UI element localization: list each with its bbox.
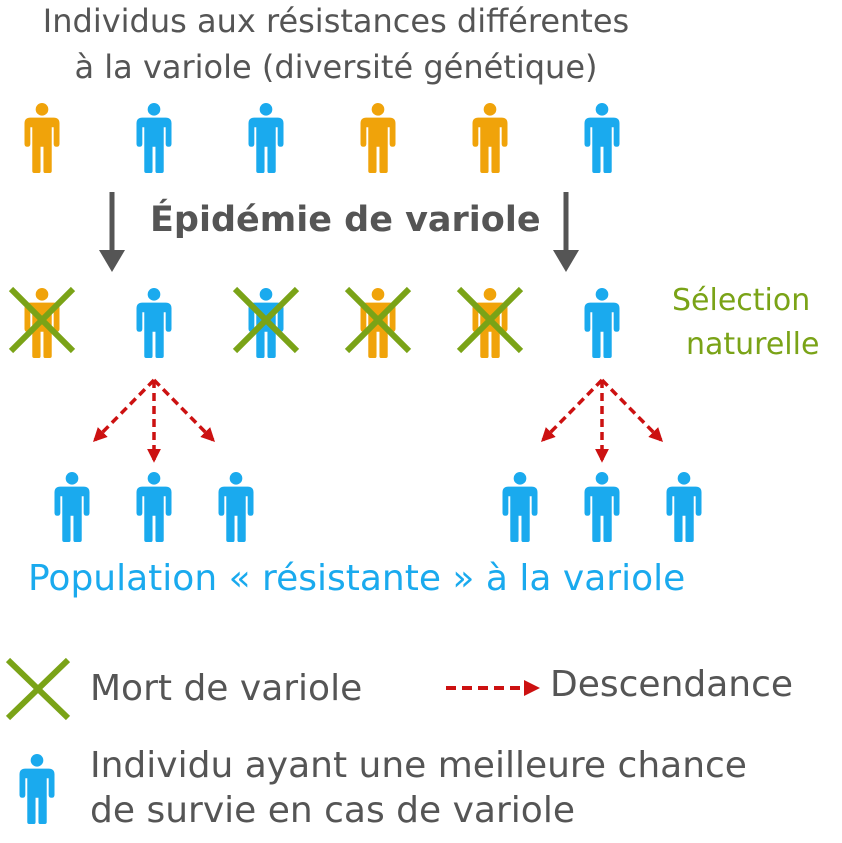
header-line-1: Individus aux résistances différentes <box>42 2 630 40</box>
dashed-arrow-icon <box>92 378 156 442</box>
resistant-population-row <box>54 472 702 542</box>
after-epidemic-row <box>8 286 620 358</box>
legend-descendance-label: Descendance <box>550 664 794 705</box>
legend-individual-line-1: Individu ayant une meilleure chance <box>90 745 747 786</box>
person-icon-susceptible <box>24 103 60 173</box>
person-icon-susceptible <box>360 103 396 173</box>
person-icon-offspring <box>136 472 172 542</box>
person-icon-resistant <box>248 103 284 173</box>
epidemic-label: Épidémie de variole <box>150 200 541 240</box>
person-icon-offspring <box>666 472 702 542</box>
selection-label-line-2: naturelle <box>686 327 820 362</box>
person-icon-resistant <box>136 288 172 358</box>
person-icon-resistant <box>584 103 620 173</box>
person-icon-resistant <box>584 288 620 358</box>
initial-population-row <box>24 103 620 173</box>
header-line-2: à la variole (diversité génétique) <box>74 48 598 86</box>
legend-individual-line-2: de survie en cas de variole <box>90 790 575 831</box>
cross-icon <box>344 286 412 354</box>
cross-icon <box>232 286 300 354</box>
population-label: Population « résistante » à la variole <box>28 558 686 599</box>
descendance-arrows <box>92 378 664 463</box>
dashed-arrow-icon <box>152 378 216 442</box>
cross-icon <box>456 286 524 354</box>
person-icon-offspring <box>218 472 254 542</box>
legend-dashed-arrow-icon <box>446 680 540 696</box>
epidemic-arrow-right <box>553 192 579 272</box>
epidemic-arrow-left <box>99 192 125 272</box>
person-icon-susceptible <box>472 103 508 173</box>
dashed-arrow-icon <box>600 378 664 442</box>
person-icon-offspring <box>584 472 620 542</box>
person-icon-offspring <box>502 472 538 542</box>
legend-dead-label: Mort de variole <box>90 668 363 709</box>
legend-person-icon <box>19 754 55 824</box>
selection-label-line-1: Sélection <box>672 283 811 318</box>
legend-cross-icon <box>5 657 71 721</box>
person-icon-offspring <box>54 472 90 542</box>
person-icon-resistant <box>136 103 172 173</box>
cross-icon <box>8 286 76 354</box>
dashed-arrow-icon <box>540 378 604 442</box>
